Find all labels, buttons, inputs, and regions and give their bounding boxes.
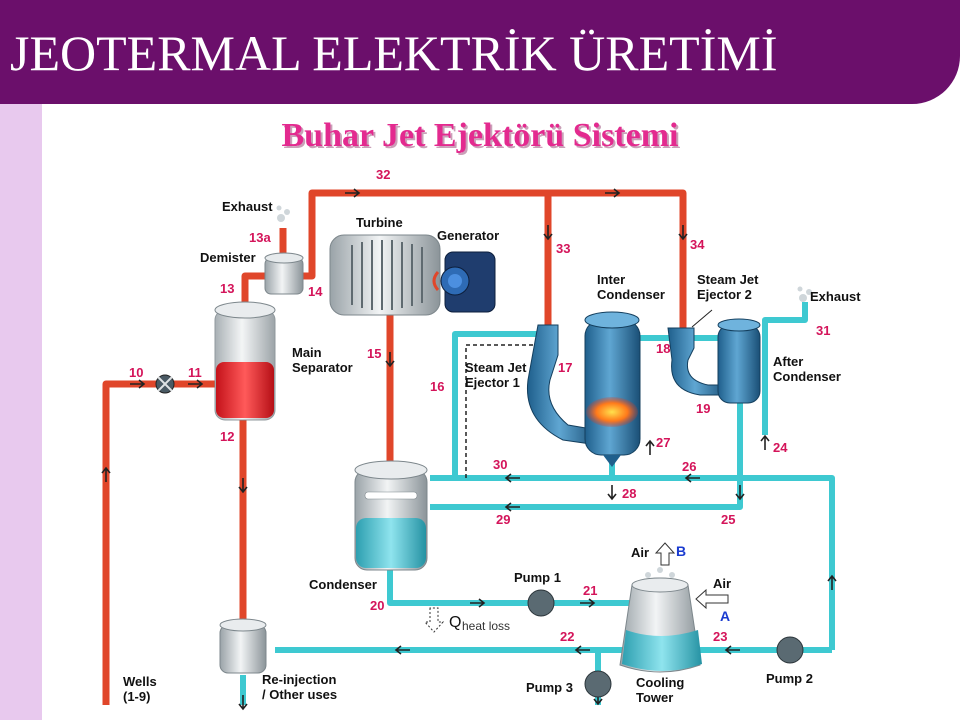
stream-number: 29 [496, 512, 510, 527]
stream-number: 14 [308, 284, 323, 299]
label-line: Tower [636, 690, 673, 705]
stream-number: 12 [220, 429, 234, 444]
ejector1-suction-pipe [452, 331, 548, 478]
stream-number: 27 [656, 435, 670, 450]
label-pump-2: Pump 2 [766, 671, 813, 686]
demister [264, 252, 304, 295]
stream-number: 33 [556, 241, 570, 256]
stream-number: 28 [622, 486, 636, 501]
stream-number: 10 [129, 365, 143, 380]
stream-number: 32 [376, 167, 390, 182]
label-pump-1: Pump 1 [514, 570, 561, 585]
heat-loss-arrow [423, 607, 445, 633]
label-exhaust-left: Exhaust [222, 199, 273, 214]
stream-number: 13a [249, 230, 271, 245]
label-pump-3: Pump 3 [526, 680, 573, 695]
stream-number: 21 [583, 583, 597, 598]
pump-2 [776, 636, 804, 664]
label-turbine: Turbine [356, 215, 403, 230]
generator [432, 251, 496, 313]
stream-number: 34 [690, 237, 705, 252]
label-line: Ejector 1 [465, 375, 520, 390]
well-valve [155, 374, 175, 394]
stream-number: 30 [493, 457, 507, 472]
after-condenser [717, 318, 761, 404]
stream-number: 22 [560, 629, 574, 644]
pump-3 [584, 670, 612, 698]
label-line: Wells [123, 674, 157, 689]
label-wells: Wells(1-9) [123, 674, 157, 704]
stream-numbers: 32 13a 33 34 14 13 31 18 15 17 10 11 16 … [129, 167, 830, 644]
label-air-right: Air [713, 576, 731, 591]
label-air-top: Air [631, 545, 649, 560]
label-q: Q [449, 614, 461, 631]
stream-number: 19 [696, 401, 710, 416]
exhaust-steam-right [797, 286, 812, 302]
separator-to-demister-pipe [241, 272, 265, 305]
label-line: Cooling [636, 675, 684, 690]
main-separator [214, 301, 276, 421]
stream-number: 17 [558, 360, 572, 375]
stream-number: 20 [370, 598, 384, 613]
noncondensable-dashed-line [465, 344, 548, 478]
label-line: / Other uses [262, 687, 337, 702]
stream-number: 11 [188, 365, 202, 380]
exhaust-31-pipe [795, 302, 808, 323]
label-line: Steam Jet [697, 272, 759, 287]
flow-arrows [101, 188, 837, 711]
label-line: Steam Jet [465, 360, 527, 375]
label-line: (1-9) [123, 689, 150, 704]
label-letter-b: B [676, 543, 686, 559]
stream-number: 25 [721, 512, 735, 527]
line-20 [387, 570, 640, 606]
label-demister: Demister [200, 250, 256, 265]
label-line: Re-injection [262, 672, 336, 687]
line-30 [430, 475, 835, 650]
inter-condenser [584, 311, 641, 467]
stream-number: 15 [367, 346, 381, 361]
label-line: After [773, 354, 803, 369]
label-heat-loss: heat loss [462, 619, 510, 633]
well-inlet-pipe [102, 380, 215, 705]
stream-number: 16 [430, 379, 444, 394]
line-24 [762, 317, 795, 435]
slide-title: JEOTERMAL ELEKTRİK ÜRETİMİ [10, 25, 778, 81]
pump-1 [527, 589, 555, 617]
title-bar [0, 0, 960, 104]
stream-number: 24 [773, 440, 788, 455]
turbine [329, 234, 441, 316]
slide-subtitle: Buhar Jet Ejektörü Sistemi [281, 117, 679, 154]
condenser [354, 460, 428, 571]
cooling-tower [619, 567, 702, 673]
stream-number: 13 [220, 281, 234, 296]
stream-number: 23 [713, 629, 727, 644]
label-exhaust-right: Exhaust [810, 289, 861, 304]
label-condenser: Condenser [309, 577, 377, 592]
label-line: Condenser [597, 287, 665, 302]
air-inlet-arrow [695, 588, 729, 610]
label-reinjection: Re-injection/ Other uses [262, 672, 337, 702]
stream-number: 26 [682, 459, 696, 474]
label-line: Inter [597, 272, 625, 287]
geothermal-steam-jet-ejector-diagram: Exhaust Demister Turbine Generator MainS… [101, 167, 861, 711]
reinjection-vessel [219, 618, 267, 674]
stream-number: 18 [656, 341, 670, 356]
air-outlet-arrow [654, 542, 676, 566]
label-line: Ejector 2 [697, 287, 752, 302]
exhaust-steam-left [276, 205, 290, 222]
label-line: Main [292, 345, 322, 360]
label-line: Condenser [773, 369, 841, 384]
label-generator: Generator [437, 228, 499, 243]
label-line: Separator [292, 360, 353, 375]
label-letter-a: A [720, 608, 730, 624]
left-accent-strip [0, 104, 42, 720]
stream-number: 31 [816, 323, 830, 338]
